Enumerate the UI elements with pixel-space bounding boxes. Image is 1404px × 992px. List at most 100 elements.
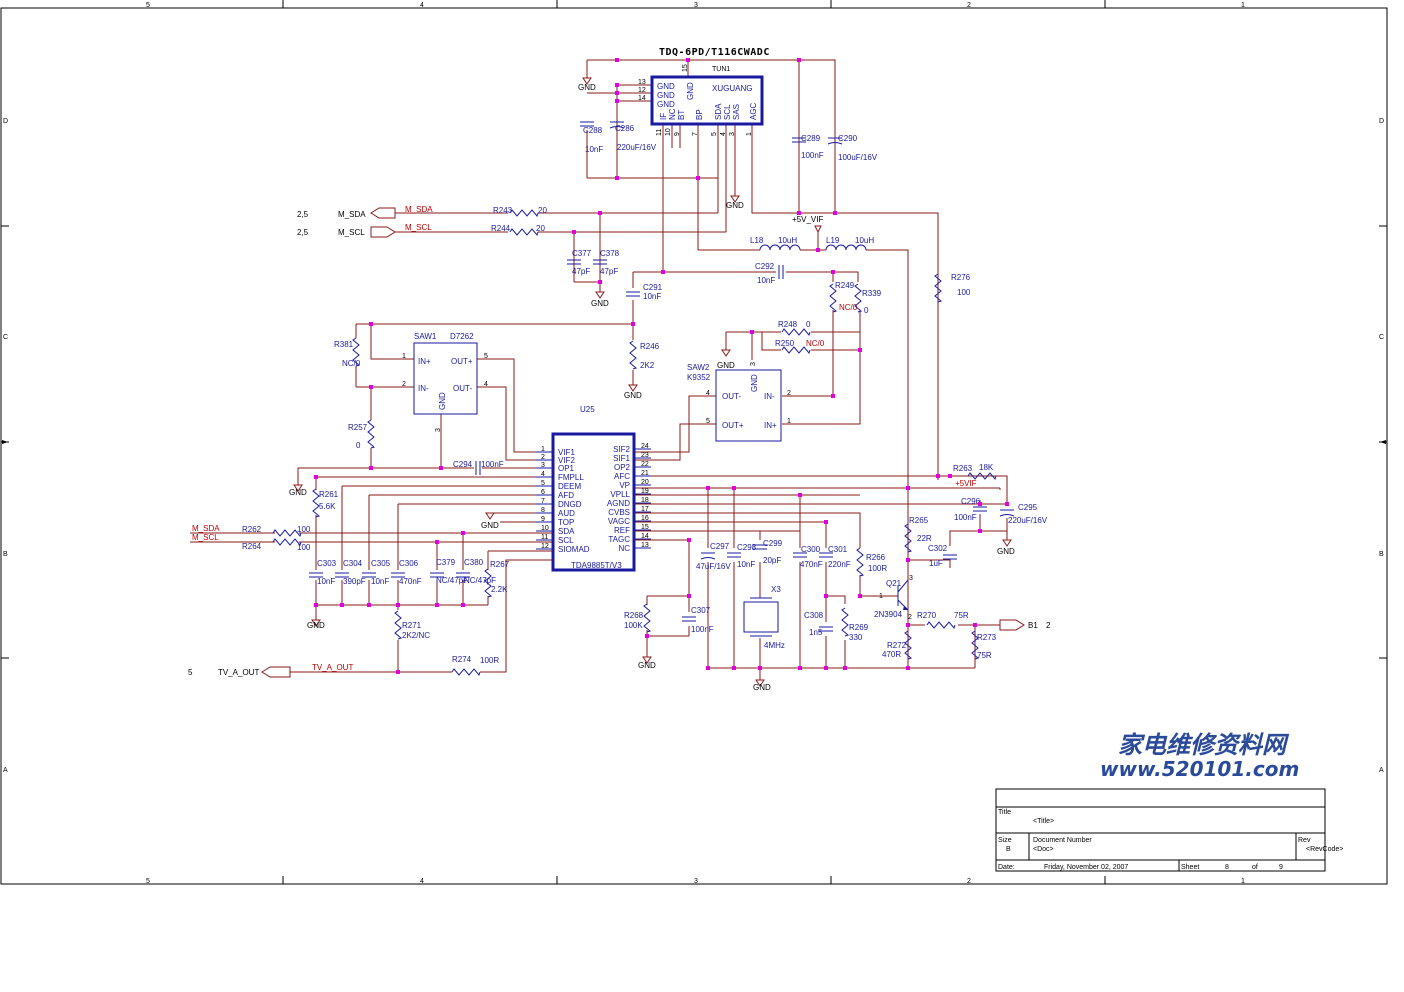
r272-resistor[interactable] — [904, 630, 913, 660]
l19-inductor[interactable] — [825, 244, 867, 251]
c286-capacitor-plate[interactable] — [609, 126, 625, 129]
saw1-filter[interactable]: SAW1 D7262 IN+ IN- OUT+ OUT- GND 1 2 5 4… — [402, 332, 488, 432]
r264-resistor[interactable] — [272, 538, 302, 547]
r263-resistor[interactable] — [967, 472, 997, 481]
r268-resistor[interactable] — [643, 603, 652, 633]
r263-value: 18K — [979, 463, 994, 472]
u25-pin-label: DEEM — [558, 482, 581, 491]
c290-capacitor-plate[interactable] — [827, 142, 843, 145]
frame-col-label: 3 — [694, 878, 698, 885]
b1-sheet-ref: 2 — [1046, 621, 1051, 630]
r261-resistor[interactable] — [312, 488, 321, 518]
junction-dot — [631, 322, 635, 326]
junction-dot — [615, 58, 619, 62]
r339-resistor[interactable] — [854, 283, 863, 313]
r276-resistor[interactable] — [934, 273, 943, 303]
u25-pin-label: SIOMAD — [558, 545, 590, 554]
u25-pin-label: VPLL — [610, 490, 630, 499]
r267-resistor[interactable] — [484, 568, 493, 598]
gnd-label: GND — [726, 201, 744, 210]
r266-value: 100R — [868, 564, 887, 573]
gnd-label: GND — [289, 488, 307, 497]
r250-resistor[interactable] — [781, 346, 811, 355]
ground-icon — [485, 512, 495, 520]
junction-dot — [824, 666, 828, 670]
saw2-filter[interactable]: SAW2 K9352 GND OUT- IN- OUT+ IN+ 3 4 2 5… — [687, 362, 791, 442]
ground-icon — [755, 679, 765, 687]
ground-icon — [293, 484, 303, 492]
frame-col-label: 3 — [694, 2, 698, 9]
r273-resistor[interactable] — [971, 630, 980, 660]
saw2-pin-num: 5 — [706, 418, 710, 425]
saw1-pin-num: 2 — [402, 381, 406, 388]
m-sda-port-icon — [370, 207, 396, 219]
u25-pin-label: TOP — [558, 518, 574, 527]
junction-dot — [843, 666, 847, 670]
r244-resistor[interactable] — [509, 228, 539, 237]
l18-value: 10uH — [778, 236, 797, 245]
junction-dot — [906, 666, 910, 670]
tb-date-value: Friday, November 02, 2007 — [1044, 864, 1128, 871]
c307-ref: C307 — [691, 606, 711, 615]
tuner-tun1[interactable]: TDQ-6PD/T116CWADC TUN1 XUGUANG GND GND G… — [638, 47, 770, 136]
junction-dot — [314, 603, 318, 607]
r257-resistor[interactable] — [367, 419, 376, 449]
r262-resistor[interactable] — [272, 529, 302, 538]
transistor-q21[interactable] — [897, 579, 909, 611]
r243-resistor[interactable] — [509, 209, 539, 218]
m-scl-net-2: M_SCL — [192, 533, 219, 542]
c304-value: 390pF — [343, 577, 366, 586]
r266-resistor[interactable] — [856, 547, 865, 577]
c303-value: 10nF — [317, 577, 335, 586]
r248-resistor[interactable] — [781, 328, 811, 337]
tuner-pin-num: 14 — [638, 95, 646, 102]
r276-ref: R276 — [951, 273, 971, 282]
watermark-logo: 家电维修资料网 www.520101.com — [1100, 730, 1299, 781]
r274-resistor[interactable] — [451, 668, 481, 677]
c378-value: 47pF — [600, 267, 618, 276]
c378-ref: C378 — [600, 249, 620, 258]
r246-resistor[interactable] — [629, 340, 638, 370]
tb-sheet-value: 8 — [1225, 864, 1229, 871]
u25-pin-label: AFD — [558, 491, 574, 500]
saw2-pin-label: OUT- — [722, 392, 741, 401]
r265-resistor[interactable] — [904, 523, 913, 553]
junction-dot — [858, 348, 862, 352]
junction-dot — [314, 475, 318, 479]
r271-resistor[interactable] — [394, 610, 403, 640]
frame-col-label: 1 — [1241, 2, 1245, 9]
r249-resistor[interactable] — [829, 283, 838, 313]
tuner-pin-label: GND — [657, 82, 675, 91]
m-sda-net: M_SDA — [405, 205, 433, 214]
ground-icon — [628, 384, 638, 392]
r381-resistor[interactable] — [352, 337, 361, 367]
x3-ref: X3 — [771, 585, 781, 594]
u25-pin-label: VIF2 — [558, 456, 575, 465]
c297-capacitor-plate[interactable] — [700, 557, 716, 560]
l18-inductor[interactable] — [759, 244, 801, 251]
r269-resistor[interactable] — [841, 607, 850, 637]
c305-ref: C305 — [371, 559, 391, 568]
junction-dot — [686, 58, 690, 62]
saw2-pin-label: IN- — [764, 392, 775, 401]
m-scl-port-icon — [370, 226, 396, 238]
gnd-label: GND — [591, 299, 609, 308]
tv-a-out-net: TV_A_OUT — [312, 663, 353, 672]
u25-pin-num: 15 — [641, 524, 649, 531]
junction-dot — [435, 540, 439, 544]
junction-dot — [687, 538, 691, 542]
r271-value: 2K2/NC — [402, 631, 430, 640]
junction-dot — [706, 666, 710, 670]
tb-docnum-value: <Doc> — [1033, 846, 1054, 853]
ic-u25[interactable]: U25 TDA9885T/V3 — [551, 405, 636, 572]
junction-dot — [396, 603, 400, 607]
junction-dot — [798, 666, 802, 670]
u25-pin-num: 24 — [641, 443, 649, 450]
r270-resistor[interactable] — [926, 621, 956, 630]
crystal-x3[interactable] — [743, 597, 779, 637]
frame-col-label: 4 — [420, 2, 424, 9]
c295-capacitor-plate[interactable] — [999, 514, 1015, 517]
junction-dot — [831, 270, 835, 274]
c290-ref: C290 — [838, 134, 858, 143]
